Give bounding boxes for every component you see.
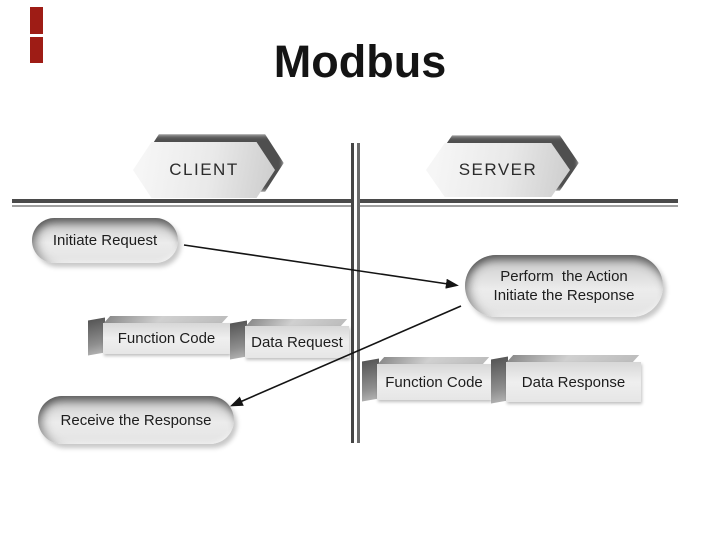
initiate-request-label: Initiate Request bbox=[52, 232, 158, 249]
request-arrow bbox=[183, 244, 459, 289]
server-label: SERVER bbox=[426, 143, 570, 197]
divider-line-light bbox=[12, 205, 678, 207]
data-request-node: Data Request bbox=[230, 319, 349, 360]
divider-line-dark bbox=[12, 199, 678, 203]
slide-title: Modbus bbox=[273, 36, 447, 87]
timeline-divider-horizontal bbox=[12, 199, 678, 208]
data-request-label: Data Request bbox=[245, 326, 349, 358]
server-actor: SERVER bbox=[426, 135, 579, 197]
data-response-node: Data Response bbox=[491, 355, 641, 404]
accent-bar-segment bbox=[30, 7, 43, 34]
perform-action-line1: Perform the Action bbox=[500, 268, 628, 285]
receive-response-node: Receive the Response bbox=[38, 396, 234, 444]
function-code-response-label: Function Code bbox=[377, 364, 491, 400]
client-actor: CLIENT bbox=[133, 134, 284, 198]
client-label: CLIENT bbox=[133, 142, 275, 198]
accent-bar-segment bbox=[30, 37, 43, 63]
receive-response-label: Receive the Response bbox=[60, 411, 212, 429]
perform-action-node: Perform the Action Initiate the Response bbox=[465, 255, 663, 317]
initiate-request-node: Initiate Request bbox=[32, 218, 178, 263]
function-code-request-label: Function Code bbox=[103, 323, 230, 354]
client-server-divider-vertical bbox=[351, 143, 360, 443]
function-code-request-node: Function Code bbox=[88, 316, 230, 356]
function-code-response-node: Function Code bbox=[362, 357, 491, 402]
perform-action-line2: Initiate the Response bbox=[493, 287, 635, 304]
data-response-label: Data Response bbox=[506, 362, 641, 402]
accent-bar bbox=[30, 7, 43, 63]
